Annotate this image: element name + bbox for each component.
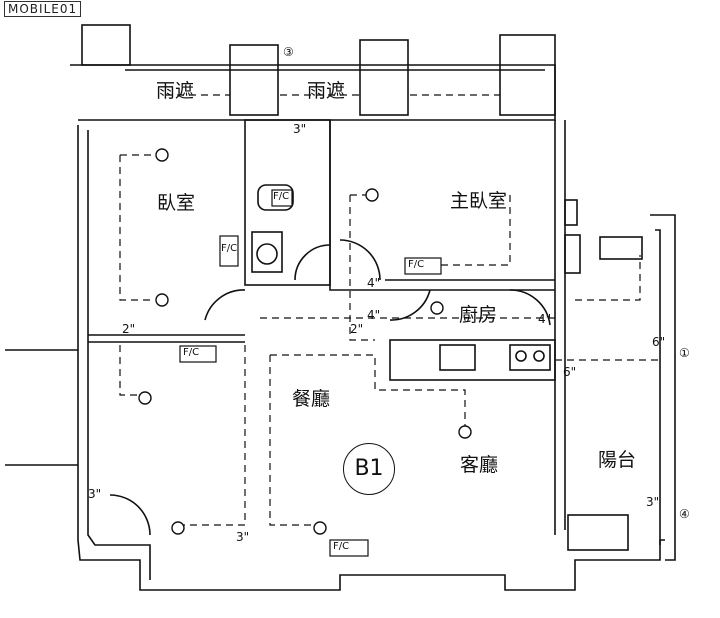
light-hall bbox=[138, 391, 152, 405]
sink-basin bbox=[256, 243, 278, 265]
fc-box-a bbox=[219, 235, 239, 267]
fc-box-c bbox=[179, 345, 217, 363]
dim-2: 4" bbox=[367, 276, 381, 290]
circuit-8 bbox=[270, 354, 466, 430]
light-entry bbox=[171, 521, 185, 535]
dim-7: 6" bbox=[652, 335, 666, 349]
balcony-inner bbox=[655, 229, 661, 545]
dim-9: 3" bbox=[88, 487, 102, 501]
outer-wall bbox=[77, 125, 665, 591]
circuit-5 bbox=[119, 345, 145, 396]
sink-cabinet bbox=[251, 231, 283, 273]
logo-text: MOBILE01 bbox=[4, 1, 82, 17]
balcony-outer bbox=[650, 214, 676, 561]
dim-5: 2" bbox=[350, 322, 364, 336]
circuit-7 bbox=[269, 355, 320, 526]
dim-10: 3" bbox=[236, 530, 250, 544]
label-canopy-left: 雨遮 bbox=[156, 80, 195, 102]
circuit-6 bbox=[175, 345, 246, 526]
light-bedroom-2 bbox=[155, 293, 169, 307]
circuit-10 bbox=[575, 255, 641, 301]
label-living: 客廳 bbox=[460, 454, 499, 476]
fc-label-c: F/C bbox=[183, 347, 200, 358]
shaft-box-5 bbox=[564, 199, 578, 226]
dim-8: 6" bbox=[563, 365, 577, 379]
balcony-unit bbox=[567, 514, 629, 551]
master-wall bbox=[329, 120, 555, 291]
toilet bbox=[257, 184, 294, 211]
door-master bbox=[339, 239, 381, 281]
light-master bbox=[365, 188, 379, 202]
dim-11: 3" bbox=[646, 495, 660, 509]
unit-tag: B1 bbox=[343, 443, 395, 495]
dim-4: 2" bbox=[122, 322, 136, 336]
light-master-2 bbox=[430, 301, 444, 315]
shaft-box-1 bbox=[81, 24, 131, 66]
logo: MOBILE01 bbox=[4, 1, 82, 17]
label-dining: 餐廳 bbox=[292, 388, 331, 410]
circuit-2 bbox=[119, 155, 155, 301]
door-bath bbox=[294, 244, 331, 281]
label-kitchen: 廚房 bbox=[459, 304, 498, 326]
shaft-box-2 bbox=[229, 44, 279, 116]
label-bedroom: 臥室 bbox=[157, 192, 196, 214]
fc-label-d: F/C bbox=[333, 541, 350, 552]
marker-3: ③ bbox=[283, 45, 294, 59]
door-bedroom bbox=[204, 289, 246, 321]
corridor-line bbox=[5, 349, 78, 466]
label-master-bedroom: 主臥室 bbox=[450, 190, 508, 212]
dim-3: 4" bbox=[367, 308, 381, 322]
cooktop bbox=[509, 344, 551, 371]
label-canopy-right: 雨遮 bbox=[307, 80, 346, 102]
fc-label-b: F/C bbox=[408, 259, 425, 270]
fc-box-b bbox=[404, 257, 442, 275]
light-bedroom-1 bbox=[155, 148, 169, 162]
door-entry bbox=[109, 494, 151, 536]
circuit-3 bbox=[349, 194, 375, 341]
fc-label-a: F/C bbox=[221, 243, 238, 254]
fc-box-d bbox=[329, 539, 369, 557]
marker-1: ① bbox=[679, 346, 690, 360]
kitchen-counter bbox=[389, 339, 556, 381]
outer-wall-double bbox=[87, 130, 151, 580]
dim-6: 4" bbox=[538, 312, 552, 326]
burner-1 bbox=[515, 350, 527, 362]
shaft-box-4 bbox=[499, 34, 556, 116]
light-dining bbox=[313, 521, 327, 535]
door-balcony bbox=[509, 289, 551, 326]
shaft-box-6 bbox=[564, 234, 581, 274]
shaft-box-3 bbox=[359, 39, 409, 116]
fc-label-e: F/C bbox=[273, 191, 290, 202]
fc-box-e bbox=[271, 189, 293, 207]
light-living bbox=[458, 425, 472, 439]
kitchen-sink bbox=[439, 344, 476, 371]
dim-1: 3" bbox=[293, 122, 307, 136]
label-balcony: 陽台 bbox=[598, 449, 637, 471]
burner-2 bbox=[533, 350, 545, 362]
marker-4: ④ bbox=[679, 507, 690, 521]
door-kitchen bbox=[389, 289, 431, 321]
heat-pump bbox=[599, 236, 643, 260]
